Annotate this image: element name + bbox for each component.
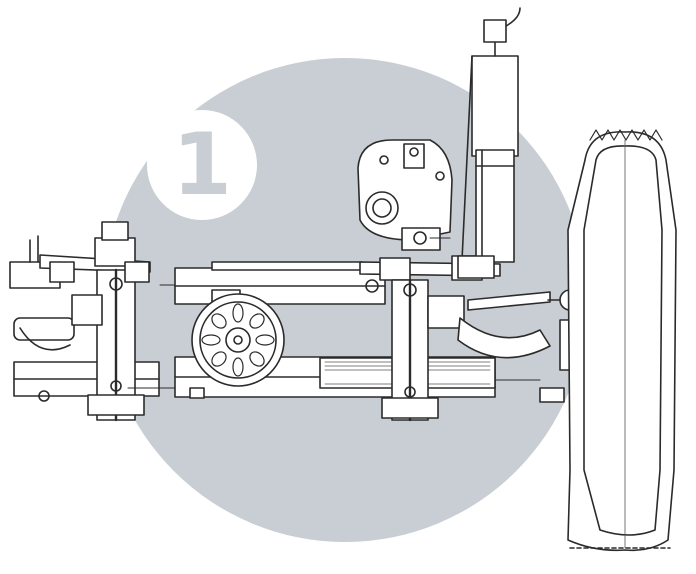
coil-damper-upper xyxy=(357,139,453,251)
shock-absorber xyxy=(457,7,521,279)
left-mount-assembly xyxy=(9,221,160,422)
badge-number: 1 xyxy=(172,115,232,215)
suspension-drawing xyxy=(9,7,677,552)
number-badge: 1 xyxy=(147,110,257,220)
detail-lines xyxy=(127,237,541,389)
tire xyxy=(567,129,677,552)
pulley xyxy=(191,293,285,387)
